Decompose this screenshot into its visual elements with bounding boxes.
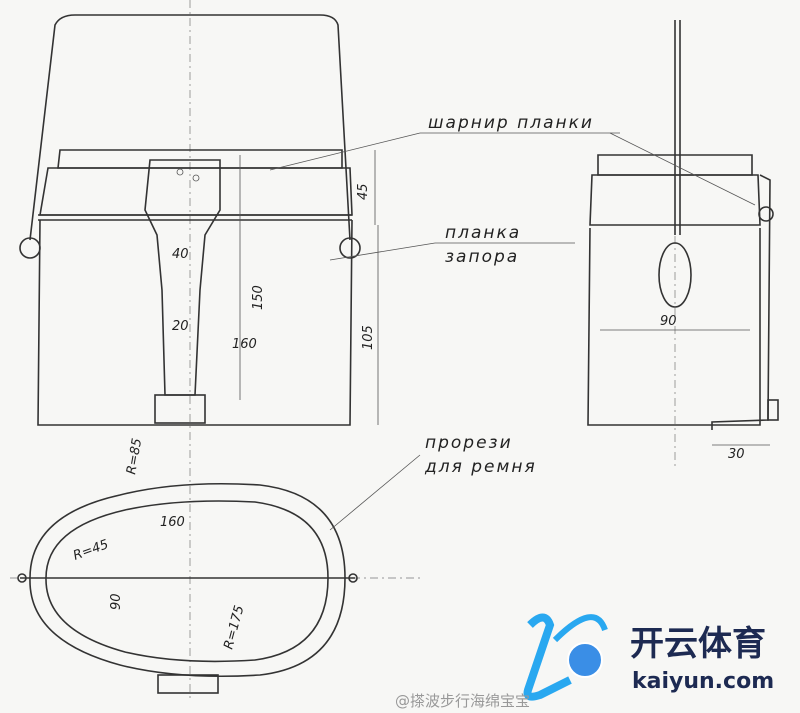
label-slots-2: для ремня: [424, 457, 537, 477]
soccer-ball-icon: [567, 642, 603, 678]
latch-clip: [154, 394, 206, 424]
lid-rim: [57, 149, 343, 169]
logo-cn: 开云体育: [630, 624, 766, 664]
dim-r45: R=45: [71, 537, 110, 564]
front-view: 45 40 150 105 20 160: [19, 14, 379, 426]
dim-40: 40: [172, 247, 189, 262]
label-latch-bar-1: планка: [445, 223, 521, 243]
dim-r175: R=175: [221, 604, 247, 651]
dim-30: 30: [728, 447, 745, 462]
dim-90-side: 90: [660, 314, 677, 329]
dim-160-front: 160: [232, 337, 257, 352]
dim-160-top: 160: [160, 515, 185, 530]
dim-90-top: 90: [109, 593, 124, 610]
label-hinge: шарнир планки: [428, 113, 594, 133]
label-slots-1: прорези: [425, 433, 513, 453]
dim-105: 105: [361, 325, 376, 350]
latch-bar: [144, 159, 221, 396]
logo-en: kaiyun.com: [632, 669, 774, 694]
latch-loop: [658, 242, 692, 308]
kaiyun-logo: 开云体育 kaiyun.com: [523, 613, 774, 701]
dim-r85: R=85: [124, 437, 145, 476]
side-view: 90 30: [587, 20, 779, 462]
label-latch-bar-2: запора: [445, 247, 519, 267]
dim-20: 20: [172, 319, 189, 334]
logo-k-mark: [523, 613, 572, 701]
dim-150: 150: [251, 285, 266, 310]
bail-handle: [29, 14, 351, 241]
dim-45: 45: [356, 183, 371, 200]
top-view: R=85 160 R=45 90 R=175: [17, 437, 358, 694]
watermark: @搽波步行海绵宝宝: [395, 692, 530, 710]
